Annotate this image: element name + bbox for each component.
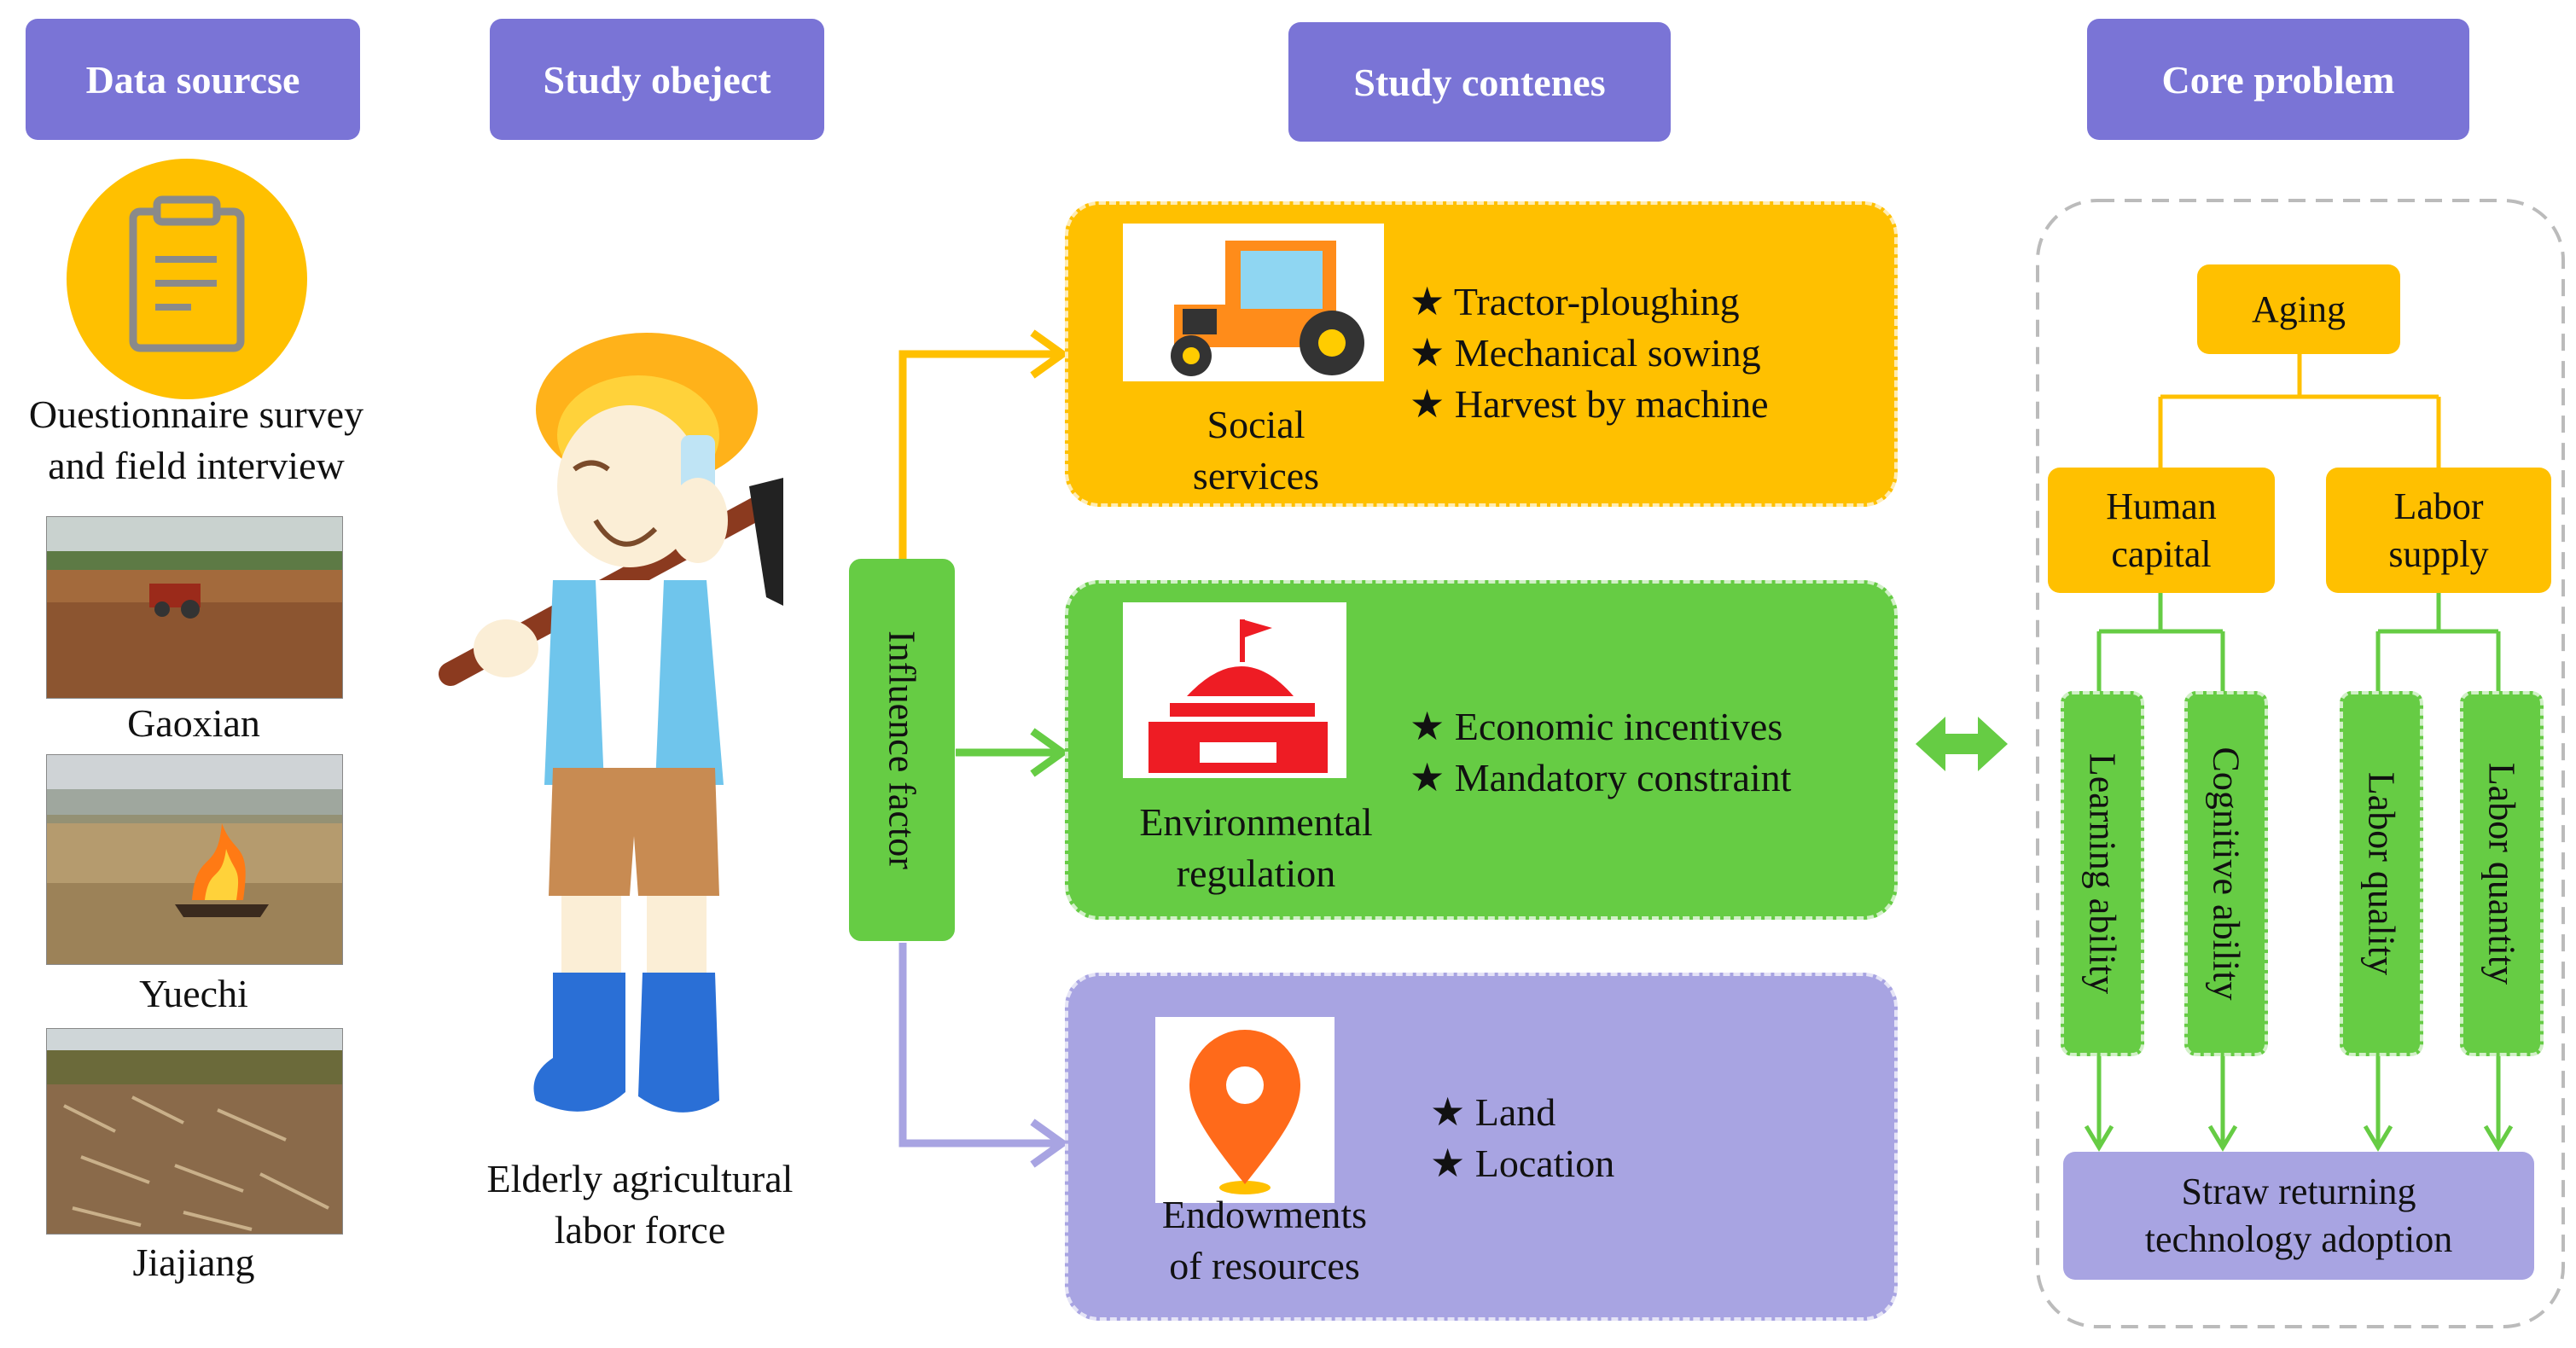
photo-gaoxian [46, 516, 343, 699]
learning-ability-label: Learning ability [2081, 752, 2124, 995]
photo-jiajiang [46, 1028, 343, 1235]
labor-supply-line1: Labor [2393, 485, 2484, 527]
bullet-item: ★ Tractor-ploughing [1410, 280, 1740, 323]
environmental-line2: regulation [1176, 851, 1336, 895]
arrow-to-social [898, 350, 1058, 559]
endowments-line2: of resources [1169, 1244, 1360, 1287]
endowments-bullets: ★ Land ★ Location [1430, 1087, 1614, 1189]
bullet-item: ★ Economic incentives [1410, 705, 1783, 748]
bullet-item: ★ Harvest by machine [1410, 382, 1769, 426]
map-pin-image [1155, 1017, 1335, 1203]
header-study-contents: Study contenes [1288, 22, 1671, 142]
questionnaire-label: Ouestionnaire survey and field interview [0, 389, 393, 491]
social-services-line2: services [1192, 454, 1320, 497]
study-object-line1: Elderly agricultural [486, 1157, 794, 1200]
arrow-to-endowments [898, 943, 1058, 1148]
arrowhead-social [1030, 329, 1069, 379]
bullet-item: ★ Mandatory constraint [1410, 756, 1792, 799]
straw-returning-box: Straw returning technology adoption [2063, 1152, 2534, 1280]
site-label-yuechi: Yuechi [139, 972, 248, 1015]
study-object-label: Elderly agricultural labor force [444, 1153, 836, 1256]
labor-supply-line2: supply [2388, 532, 2489, 575]
social-services-line1: Social [1207, 403, 1305, 446]
labor-quantity-box: Labor quantity [2460, 691, 2544, 1056]
straw-line1: Straw returning [2181, 1171, 2416, 1212]
labor-quality-label: Labor quality [2360, 771, 2403, 976]
double-arrow [1916, 717, 2008, 771]
down-arrows [2084, 1049, 2514, 1152]
social-services-card: Social services ★ Tractor-ploughing ★ Me… [1065, 201, 1898, 507]
influence-factor-box: Influence factor [849, 559, 955, 941]
human-capital-branch [2096, 593, 2225, 691]
environmental-regulation-card: Environmental regulation ★ Economic ince… [1065, 580, 1898, 920]
endowments-line1: Endowments [1161, 1193, 1368, 1236]
site-label-gaoxian: Gaoxian [127, 701, 260, 745]
header-study-object: Study obeject [490, 19, 824, 140]
bullet-item: ★ Mechanical sowing [1410, 331, 1761, 375]
environmental-regulation-label: Environmental regulation [1111, 797, 1401, 899]
labor-supply-box: Labor supply [2326, 468, 2551, 593]
environmental-line1: Environmental [1139, 800, 1373, 844]
human-capital-line2: capital [2111, 532, 2212, 575]
human-capital-line1: Human [2106, 485, 2217, 527]
core-problem-outline [2036, 199, 2565, 1328]
influence-factor-label: Influence factor [881, 630, 923, 869]
government-building-image [1123, 602, 1346, 778]
aging-box: Aging [2197, 264, 2400, 354]
site-label-jiajiang: Jiajiang [132, 1241, 255, 1284]
header-core-problem: Core problem [2087, 19, 2469, 140]
cognitive-ability-label: Cognitive ability [2205, 747, 2247, 1001]
endowments-label: Endowments of resources [1119, 1189, 1410, 1292]
questionnaire-line2: and field interview [48, 444, 345, 487]
aging-branch [2158, 354, 2441, 468]
elderly-farmer-illustration [439, 333, 783, 1113]
labor-quantity-label: Labor quantity [2480, 762, 2523, 985]
header-data-source: Data sourcse [26, 19, 360, 140]
bullet-item: ★ Land [1430, 1090, 1556, 1134]
endowments-card: Endowments of resources ★ Land ★ Locatio… [1065, 973, 1898, 1321]
cognitive-ability-box: Cognitive ability [2184, 691, 2268, 1056]
social-services-bullets: ★ Tractor-ploughing ★ Mechanical sowing … [1410, 276, 1769, 430]
arrowhead-endowments [1030, 1118, 1069, 1168]
labor-quality-box: Labor quality [2340, 691, 2423, 1056]
questionnaire-line1: Ouestionnaire survey [28, 392, 364, 436]
straw-line2: technology adoption [2144, 1218, 2453, 1260]
environmental-bullets: ★ Economic incentives ★ Mandatory constr… [1410, 701, 1791, 804]
tractor-image [1123, 224, 1384, 381]
arrowhead-environmental [1030, 728, 1069, 777]
photo-yuechi [46, 754, 343, 965]
learning-ability-box: Learning ability [2061, 691, 2144, 1056]
study-object-line2: labor force [554, 1208, 726, 1252]
human-capital-box: Human capital [2048, 468, 2275, 593]
bullet-item: ★ Location [1430, 1142, 1615, 1185]
clipboard-icon [67, 159, 307, 399]
social-services-label: Social services [1154, 399, 1358, 502]
labor-supply-branch [2375, 593, 2501, 691]
